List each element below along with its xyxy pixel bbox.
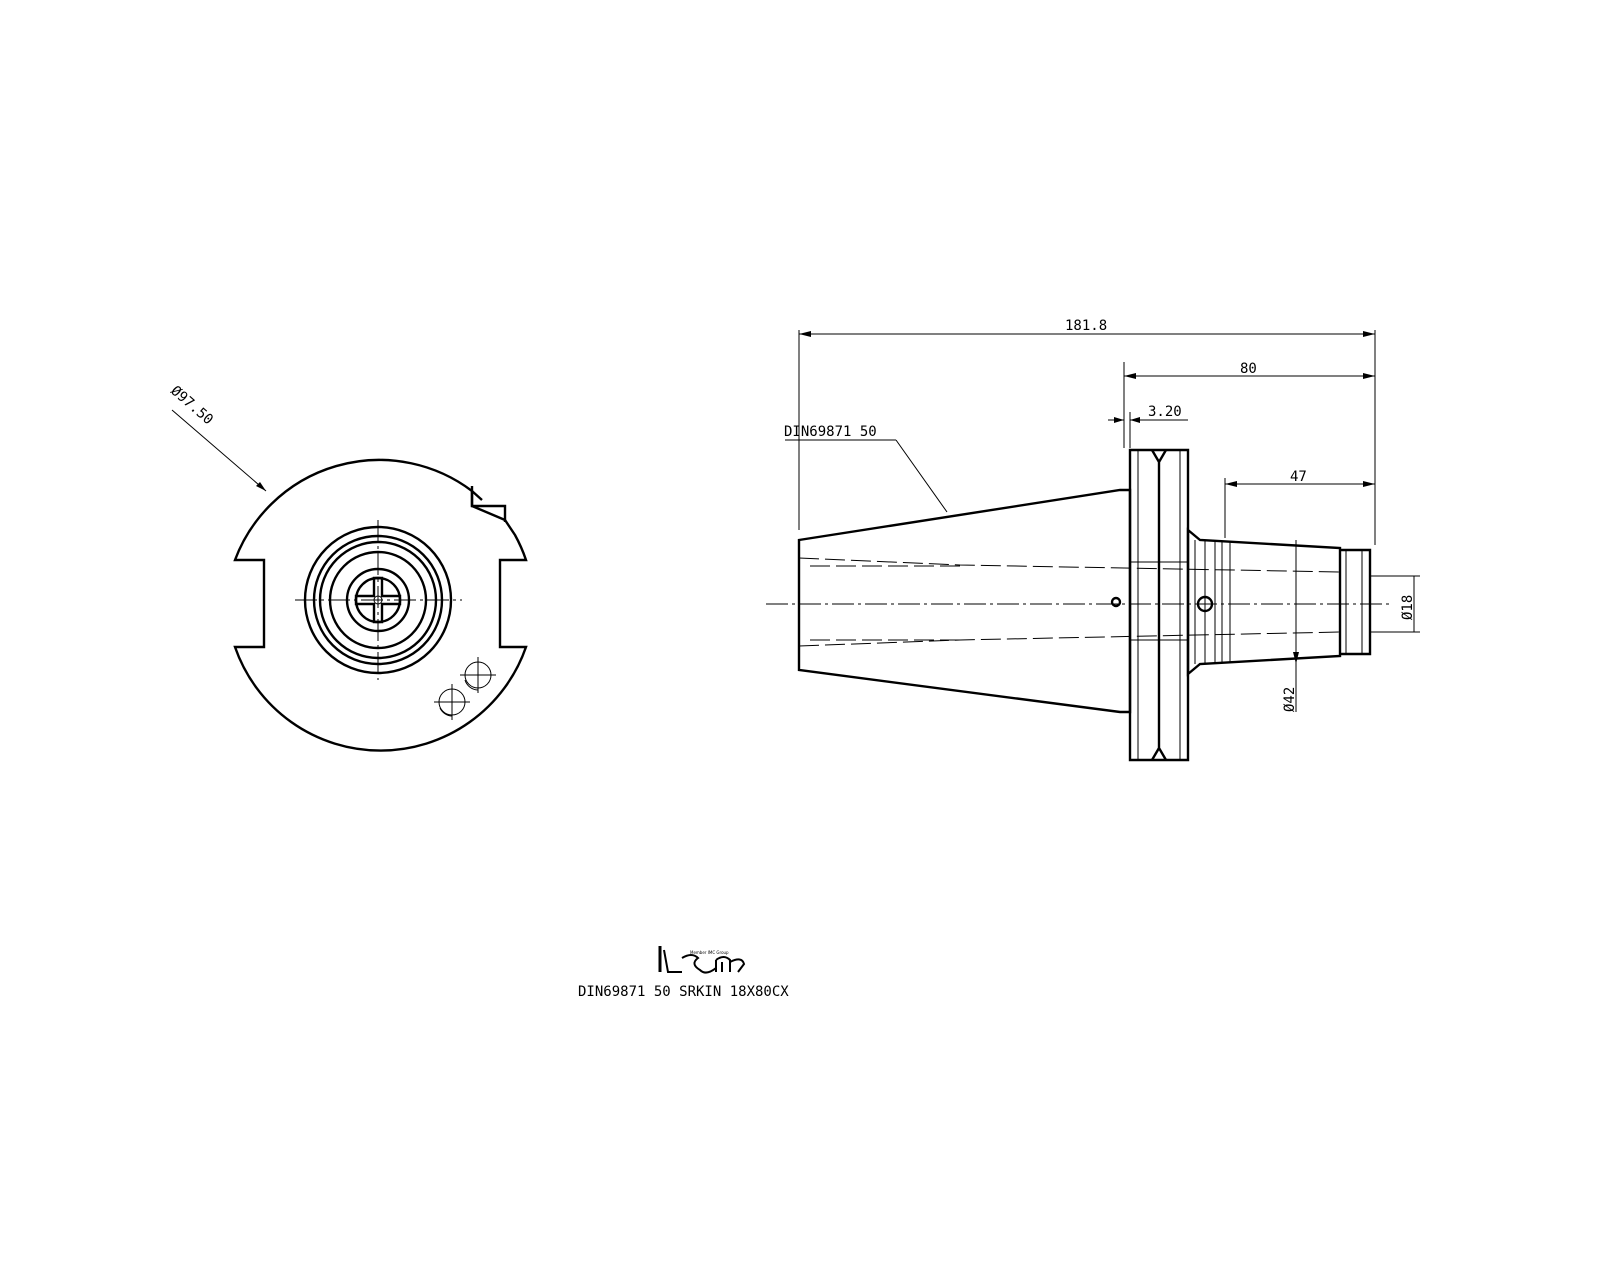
v-groove [1150,449,1168,761]
iscar-logo: Member IMC Group [658,946,746,974]
flange-outline [233,458,528,752]
nose-thread-lines [1194,540,1223,664]
diameter-label: Ø97.50 [167,383,216,428]
nose-diameter-label: Ø42 [1282,687,1298,712]
side-view: 181.8 80 3.20 47 DIN69871 50 Ø18 Ø42 [766,318,1420,762]
bore-diameter-label: Ø18 [1400,595,1416,620]
overall-length-label: 181.8 [1065,318,1107,334]
bore-hidden-top [798,557,1341,573]
part-name: DIN69871 50 SRKIN 18X80CX [578,984,789,1000]
nose-tip [1340,548,1372,656]
diameter-leader [171,409,267,492]
bore-hidden-bottom [798,631,1341,647]
taper-body [797,488,1132,714]
bore-cross [354,576,402,624]
title-block: Member IMC Group DIN69871 50 SRKIN 18X80… [578,946,789,1000]
flange-offset-label: 3.20 [1148,404,1182,420]
end-view: Ø97.50 [167,383,528,752]
logo-tagline: Member IMC Group [690,950,729,955]
nose-length-label: 47 [1290,469,1307,485]
pin-hole [1110,596,1122,608]
keyway-notch [470,486,507,522]
projection-label: 80 [1240,361,1257,377]
flange [1128,448,1190,762]
hole-symbol-2 [434,684,470,720]
flange-inner [1137,450,1181,760]
hole-symbol-1 [460,657,496,693]
taper-callout-leader [895,439,948,513]
taper-callout: DIN69871 50 [784,424,877,440]
